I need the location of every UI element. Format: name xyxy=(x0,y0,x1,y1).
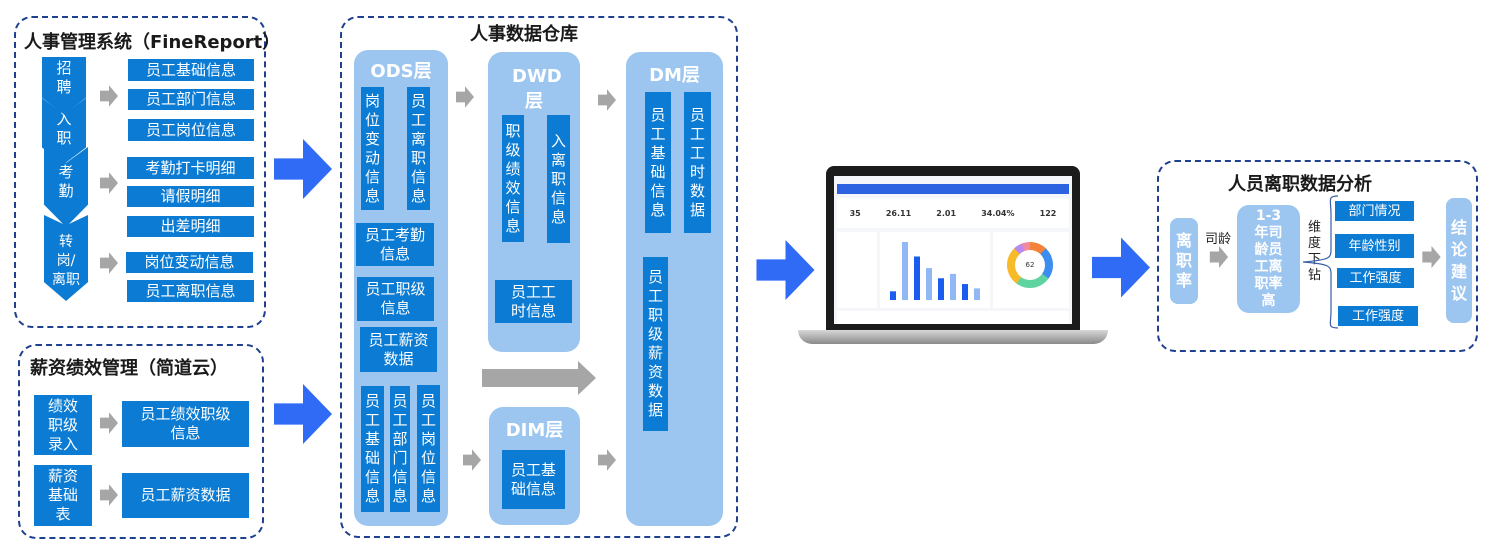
hr-item: 员工离职信息 xyxy=(127,280,254,302)
big-gray-arrow-icon xyxy=(482,361,596,395)
salary-system-title: 薪资绩效管理（简道云） xyxy=(30,358,228,379)
hr-item: 员工岗位信息 xyxy=(128,119,254,141)
dimension-item: 工作强度 xyxy=(1337,268,1414,288)
dwd-item: 员工工时信息 xyxy=(495,280,572,323)
hr-item: 岗位变动信息 xyxy=(126,252,253,273)
salary-source: 薪资基础表 xyxy=(34,465,92,526)
dm-title: DM层 xyxy=(649,65,700,86)
arrow-icon xyxy=(100,252,118,274)
arrow-icon xyxy=(100,412,118,434)
bar-chart xyxy=(880,232,990,308)
salary-item: 员工薪资数据 xyxy=(122,473,249,518)
hr-system-title: 人事管理系统（FineReport） xyxy=(24,32,281,53)
salary-item: 员工绩效职级信息 xyxy=(122,401,249,447)
arrow-icon xyxy=(100,484,118,506)
hr-system-group xyxy=(14,16,266,328)
turnover-rate-box: 离职率 xyxy=(1170,218,1198,304)
salary-system-group xyxy=(18,344,264,539)
ods-title: ODS层 xyxy=(370,61,432,82)
filter-list xyxy=(837,232,877,308)
bar xyxy=(974,288,980,300)
ods-item: 员工岗位信息 xyxy=(417,385,440,512)
ods-item: 员工薪资数据 xyxy=(360,327,437,372)
flow-arrow-icon xyxy=(274,383,332,445)
bar xyxy=(926,268,932,300)
hr-item: 员工部门信息 xyxy=(128,89,254,110)
kpi-value: 26.11 xyxy=(885,208,912,218)
hr-item: 员工基础信息 xyxy=(128,59,254,81)
dimension-item: 部门情况 xyxy=(1335,201,1414,221)
dwd-title: DWD层 xyxy=(512,66,562,112)
ods-item: 员工基础信息 xyxy=(361,386,384,512)
donut-chart: 62 xyxy=(1007,242,1053,288)
dim-title: DIM层 xyxy=(505,420,564,441)
flow-arrow-icon xyxy=(1092,237,1150,298)
kpi-value: 122 xyxy=(1039,208,1057,218)
ods-item: 员工考勤信息 xyxy=(356,223,434,266)
ods-item: 员工部门信息 xyxy=(390,386,410,512)
ods-item: 员工离职信息 xyxy=(407,87,430,210)
flow-arrow-icon xyxy=(756,240,815,300)
bar xyxy=(938,278,944,300)
bar xyxy=(890,291,896,300)
arrow-icon xyxy=(598,446,616,474)
bar xyxy=(902,242,908,300)
dm-item: 员工职级薪资数据 xyxy=(643,257,668,431)
bar xyxy=(950,273,956,300)
hr-item: 考勤打卡明细 xyxy=(127,157,254,179)
kpi-value: 34.04% xyxy=(981,208,1015,218)
warehouse-group xyxy=(340,16,738,538)
donut-center-value: 62 xyxy=(1025,261,1035,269)
finding-box: 1-3年司龄员工离职率高 xyxy=(1237,205,1300,313)
arrow-icon xyxy=(598,86,616,114)
hr-item: 出差明细 xyxy=(127,216,254,237)
flow-arrow-icon xyxy=(274,138,332,200)
dm-layer: DM层 xyxy=(626,52,723,526)
arrow-icon xyxy=(463,445,481,475)
laptop-base xyxy=(798,330,1108,344)
analysis-notes xyxy=(837,311,1069,324)
analysis-title: 人员离职数据分析 xyxy=(1228,174,1372,195)
kpi-row: 35 26.11 2.01 34.04% 122 xyxy=(837,198,1069,228)
dwd-item: 职级绩效信息 xyxy=(502,115,524,242)
ods-item: 员工职级信息 xyxy=(357,277,434,321)
donut-panel: 62 xyxy=(993,232,1069,308)
dim-item: 员工基础信息 xyxy=(502,450,565,509)
arrow-label: 司龄 xyxy=(1205,232,1232,247)
bar xyxy=(914,256,920,300)
brace-icon xyxy=(1303,195,1339,329)
salary-source: 绩效职级录入 xyxy=(34,395,92,455)
dashboard-screen: 35 26.11 2.01 34.04% 122 62 xyxy=(834,176,1072,324)
dimension-item: 年龄性别 xyxy=(1335,234,1414,258)
arrow-icon xyxy=(1418,246,1445,268)
dwd-item: 入离职信息 xyxy=(547,115,570,243)
dm-item: 员工工时数据 xyxy=(684,92,711,233)
dashboard-header xyxy=(837,184,1069,194)
stage-transfer-leave: 转岗/离职 xyxy=(44,215,88,301)
dm-item: 员工基础信息 xyxy=(645,92,671,233)
laptop: 35 26.11 2.01 34.04% 122 62 xyxy=(826,166,1080,330)
warehouse-title: 人事数据仓库 xyxy=(470,24,578,45)
arrow-icon xyxy=(456,84,474,110)
hr-item: 请假明细 xyxy=(127,186,254,207)
conclusion-box: 结论建议 xyxy=(1446,198,1472,323)
bar xyxy=(962,284,968,300)
arrow-icon xyxy=(100,85,118,107)
kpi-value: 35 xyxy=(849,208,861,218)
arrow-icon xyxy=(100,172,118,194)
dimension-item: 工作强度 xyxy=(1338,306,1418,326)
kpi-value: 2.01 xyxy=(936,208,957,218)
arrow-icon xyxy=(1205,246,1233,268)
analysis-group xyxy=(1157,160,1478,352)
ods-item: 岗位变动信息 xyxy=(361,87,384,210)
